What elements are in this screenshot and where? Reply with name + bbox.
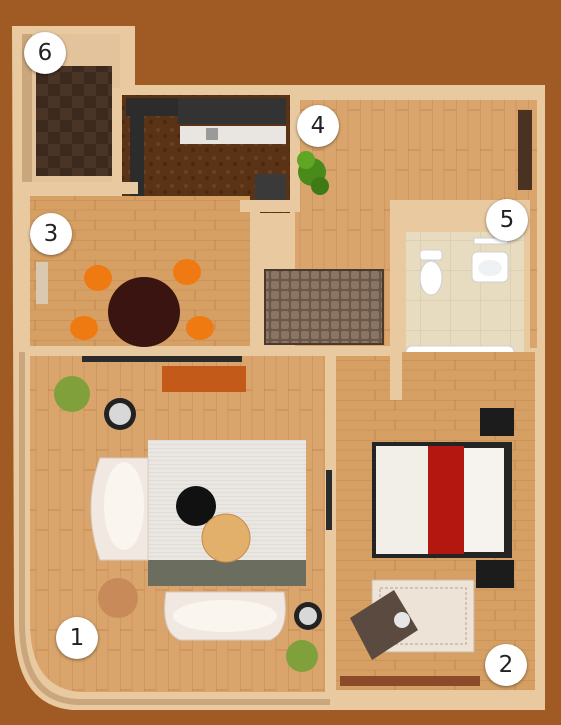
room-marker-living-room: 1 [56, 617, 98, 659]
room-marker-balcony: 6 [24, 32, 66, 74]
room-marker-bathroom: 5 [486, 199, 528, 241]
room-marker-bedroom: 2 [485, 644, 527, 686]
room-marker-hallway: 4 [297, 105, 339, 147]
room-marker-dining-area: 3 [30, 213, 72, 255]
